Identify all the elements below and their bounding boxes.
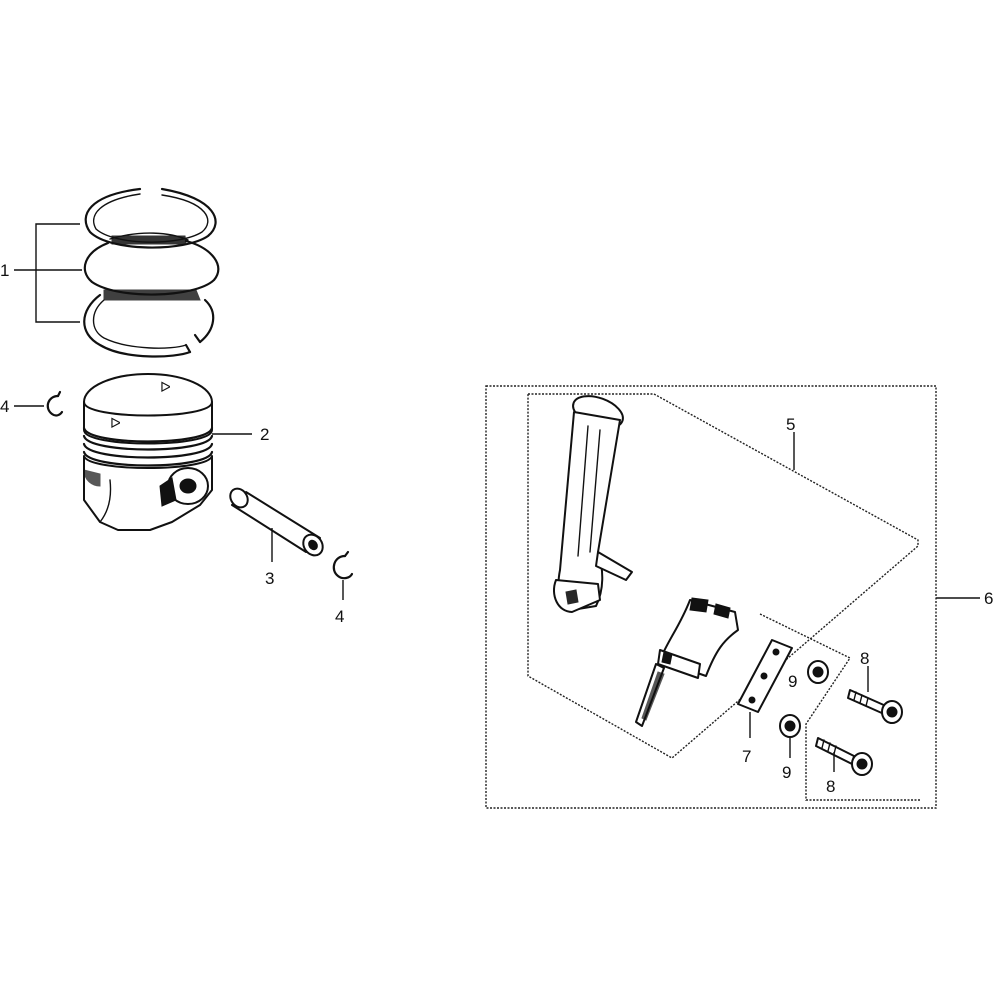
rod-bolt-upper <box>847 689 903 724</box>
callout-label-8-lower: 8 <box>826 777 835 796</box>
piston-pin <box>229 487 324 557</box>
lock-plate-subframe <box>759 613 920 801</box>
rod-nut-upper <box>807 660 829 684</box>
assembly-frame <box>485 385 937 809</box>
rod-nut-lower <box>779 714 801 738</box>
callout-label-1: 1 <box>0 261 9 280</box>
pin-clip-right <box>332 550 354 580</box>
callout-label-4-left: 4 <box>0 397 9 416</box>
rod-bolt-lower <box>815 737 873 776</box>
piston-top-mark-2: ᐅ <box>110 415 121 431</box>
connecting-rod <box>553 395 633 613</box>
callout-label-8-upper: 8 <box>860 649 869 668</box>
callout-label-7: 7 <box>742 747 751 766</box>
callout-label-9-lower: 9 <box>782 763 791 782</box>
callout-label-4-right: 4 <box>335 607 344 626</box>
rod-subframe <box>527 393 919 759</box>
callout-label-3: 3 <box>265 569 274 588</box>
piston <box>82 373 214 531</box>
piston-ring-oil <box>83 289 215 358</box>
callout-bracket-1 <box>14 223 82 323</box>
callout-label-6: 6 <box>984 589 993 608</box>
piston-ring-second <box>83 232 220 296</box>
callout-label-5: 5 <box>786 415 795 434</box>
piston-top-mark-1: ᐅ <box>160 379 171 395</box>
connecting-rod-cap <box>635 597 739 727</box>
callout-label-2: 2 <box>260 425 269 444</box>
rod-bolt-lock-plate <box>737 639 793 713</box>
callout-label-9-upper: 9 <box>788 672 797 691</box>
pin-clip-left <box>46 390 64 417</box>
